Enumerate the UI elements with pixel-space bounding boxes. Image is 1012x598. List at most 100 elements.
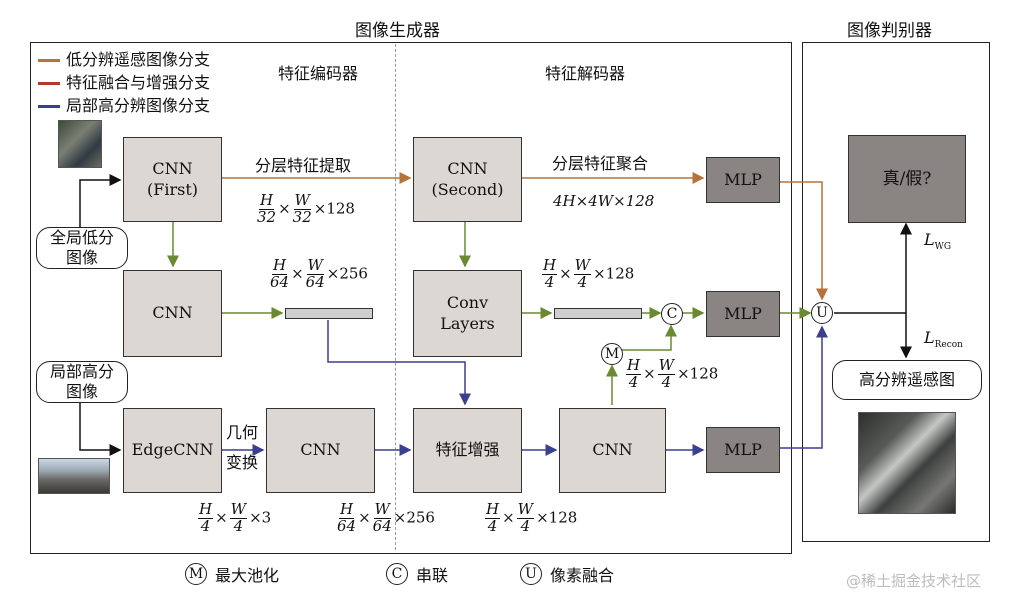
dim-num: W [229, 500, 248, 519]
dim-tail: ×128 [593, 264, 635, 283]
conv-layers-box: Conv Layers [413, 270, 522, 357]
feature-enhance-box: 特征增强 [413, 408, 522, 493]
hier-aggregate-label: 分层特征聚合 [552, 154, 649, 173]
loss-wg-label: LWG [924, 230, 951, 252]
hier-extract-label: 分层特征提取 [255, 156, 352, 175]
cnn-first-box: CNN (First) [123, 137, 222, 222]
encoder-decoder-divider [395, 44, 396, 550]
loss-recon-label: LRecon [924, 328, 963, 350]
mlp-bottom-box: MLP [706, 427, 780, 473]
legend-line-orange [38, 59, 60, 62]
pixel-fuse-legend-icon: U [520, 563, 542, 585]
legend-item-high-res: 局部高分辨图像分支 [38, 92, 210, 116]
cnn-geometric-box: CNN [266, 408, 375, 493]
dim-num: H [198, 500, 214, 519]
dim-num: W [516, 500, 535, 519]
discriminator-frame [802, 42, 990, 542]
line-mlp1-to-fuse [780, 181, 828, 301]
legend-label: 特征融合与增强分支 [66, 73, 211, 92]
loss-subscript: Recon [934, 340, 963, 351]
dim-num: W [293, 191, 311, 210]
geo-transform-label: 几何 变换 [226, 423, 259, 472]
edgecnn-box: EdgeCNN [123, 408, 222, 493]
dim-tail: ×256 [393, 508, 435, 527]
line-global-input [79, 174, 122, 228]
local-high-res-thumbnail [38, 458, 110, 494]
concat-legend-icon: C [386, 563, 408, 585]
generator-frame [30, 42, 792, 554]
dim-den: 4 [200, 516, 211, 535]
dim-den: 32 [292, 207, 312, 226]
dim-num: H [542, 256, 558, 275]
dim-num: H [626, 356, 642, 375]
encoder-title: 特征编码器 [278, 64, 359, 83]
low-res-image-thumbnail [58, 120, 102, 168]
mlp-middle-box: MLP [706, 291, 780, 337]
dim-num: H [339, 500, 355, 519]
bottom-legend-label: 最大池化 [215, 566, 280, 585]
dim-den: 4 [487, 516, 498, 535]
dim-tail: ×3 [249, 508, 272, 527]
dim-tail: ×128 [536, 508, 578, 527]
max-pool-legend-icon: M [185, 563, 207, 585]
dim-den: 4 [544, 272, 555, 291]
legend-label: 低分辨遥感图像分支 [66, 50, 211, 69]
legend-item-fusion: 特征融合与增强分支 [38, 69, 210, 93]
dim-label-3: 4H×4W×128 [553, 192, 655, 210]
bottom-legend-pixel-fuse: U 像素融合 [520, 562, 614, 586]
cnn-second-box: CNN (Second) [413, 137, 522, 222]
feature-bar-encoder [285, 308, 373, 319]
bottom-legend-max-pool: M 最大池化 [185, 562, 279, 586]
legend-label: 局部高分辨图像分支 [66, 96, 211, 115]
global-low-res-input: 全局低分 图像 [36, 227, 128, 269]
dim-num: H [272, 256, 288, 275]
dim-den: 4 [233, 516, 244, 535]
dim-num: W [573, 256, 592, 275]
bottom-legend-concat: C 串联 [386, 562, 448, 586]
dim-den: 4 [577, 272, 588, 291]
dim-den: 64 [270, 272, 290, 291]
dim-tail: ×128 [313, 199, 355, 218]
loss-symbol: L [924, 230, 935, 249]
pixel-fuse-op-icon: U [811, 302, 833, 324]
dim-tail: ×128 [677, 364, 719, 383]
dim-num: W [373, 500, 391, 519]
legend-line-blue [38, 105, 60, 108]
loss-subscript: WG [934, 242, 952, 253]
legend-line-red [38, 82, 60, 85]
mlp-top-box: MLP [706, 157, 780, 203]
real-fake-box: 真/假? [848, 135, 966, 223]
discriminator-title: 图像判别器 [847, 21, 932, 41]
max-pool-op-icon: M [601, 343, 623, 365]
dim-den: 64 [372, 516, 392, 535]
legend-item-low-res: 低分辨遥感图像分支 [38, 46, 210, 70]
dim-den: 4 [520, 516, 531, 535]
generator-title: 图像生成器 [355, 21, 440, 41]
dim-num: W [657, 356, 676, 375]
output-image-thumbnail [858, 412, 956, 514]
concat-op-icon: C [661, 303, 683, 325]
bottom-legend-label: 像素融合 [550, 566, 615, 585]
feature-bar-decoder [554, 308, 642, 319]
cnn-decoder-box: CNN [559, 408, 666, 493]
dim-den: 64 [337, 516, 357, 535]
dim-den: 4 [661, 372, 672, 391]
line-pool-to-concat [611, 324, 677, 351]
line-local-input [79, 395, 122, 456]
line-bar-to-enhance [327, 320, 471, 406]
output-high-res-label: 高分辨遥感图 [832, 360, 982, 400]
loss-symbol: L [924, 328, 935, 347]
dim-num: H [485, 500, 501, 519]
line-mlp3-to-fuse [780, 325, 828, 449]
bottom-legend-label: 串联 [416, 566, 449, 585]
dim-den: 32 [257, 207, 277, 226]
dim-den: 4 [628, 372, 639, 391]
cnn-encoder-box: CNN [123, 270, 222, 357]
